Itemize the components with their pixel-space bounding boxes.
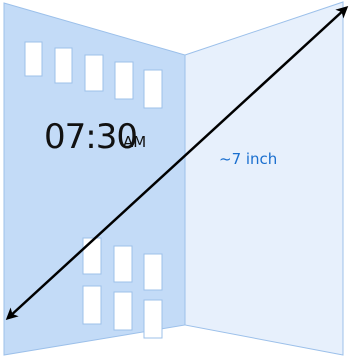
window [143,69,163,109]
window [82,237,102,275]
diagonal-measure-arrow [5,5,349,321]
window [84,54,104,92]
window [114,61,134,100]
window [143,299,163,339]
right-panel [184,1,344,356]
window [24,41,43,77]
window [54,47,73,84]
window [143,253,163,291]
window [113,291,133,331]
measurement-label: ~7 inch [219,150,277,168]
clock-ampm: AM [123,133,146,151]
window [82,285,102,325]
window [113,245,133,283]
